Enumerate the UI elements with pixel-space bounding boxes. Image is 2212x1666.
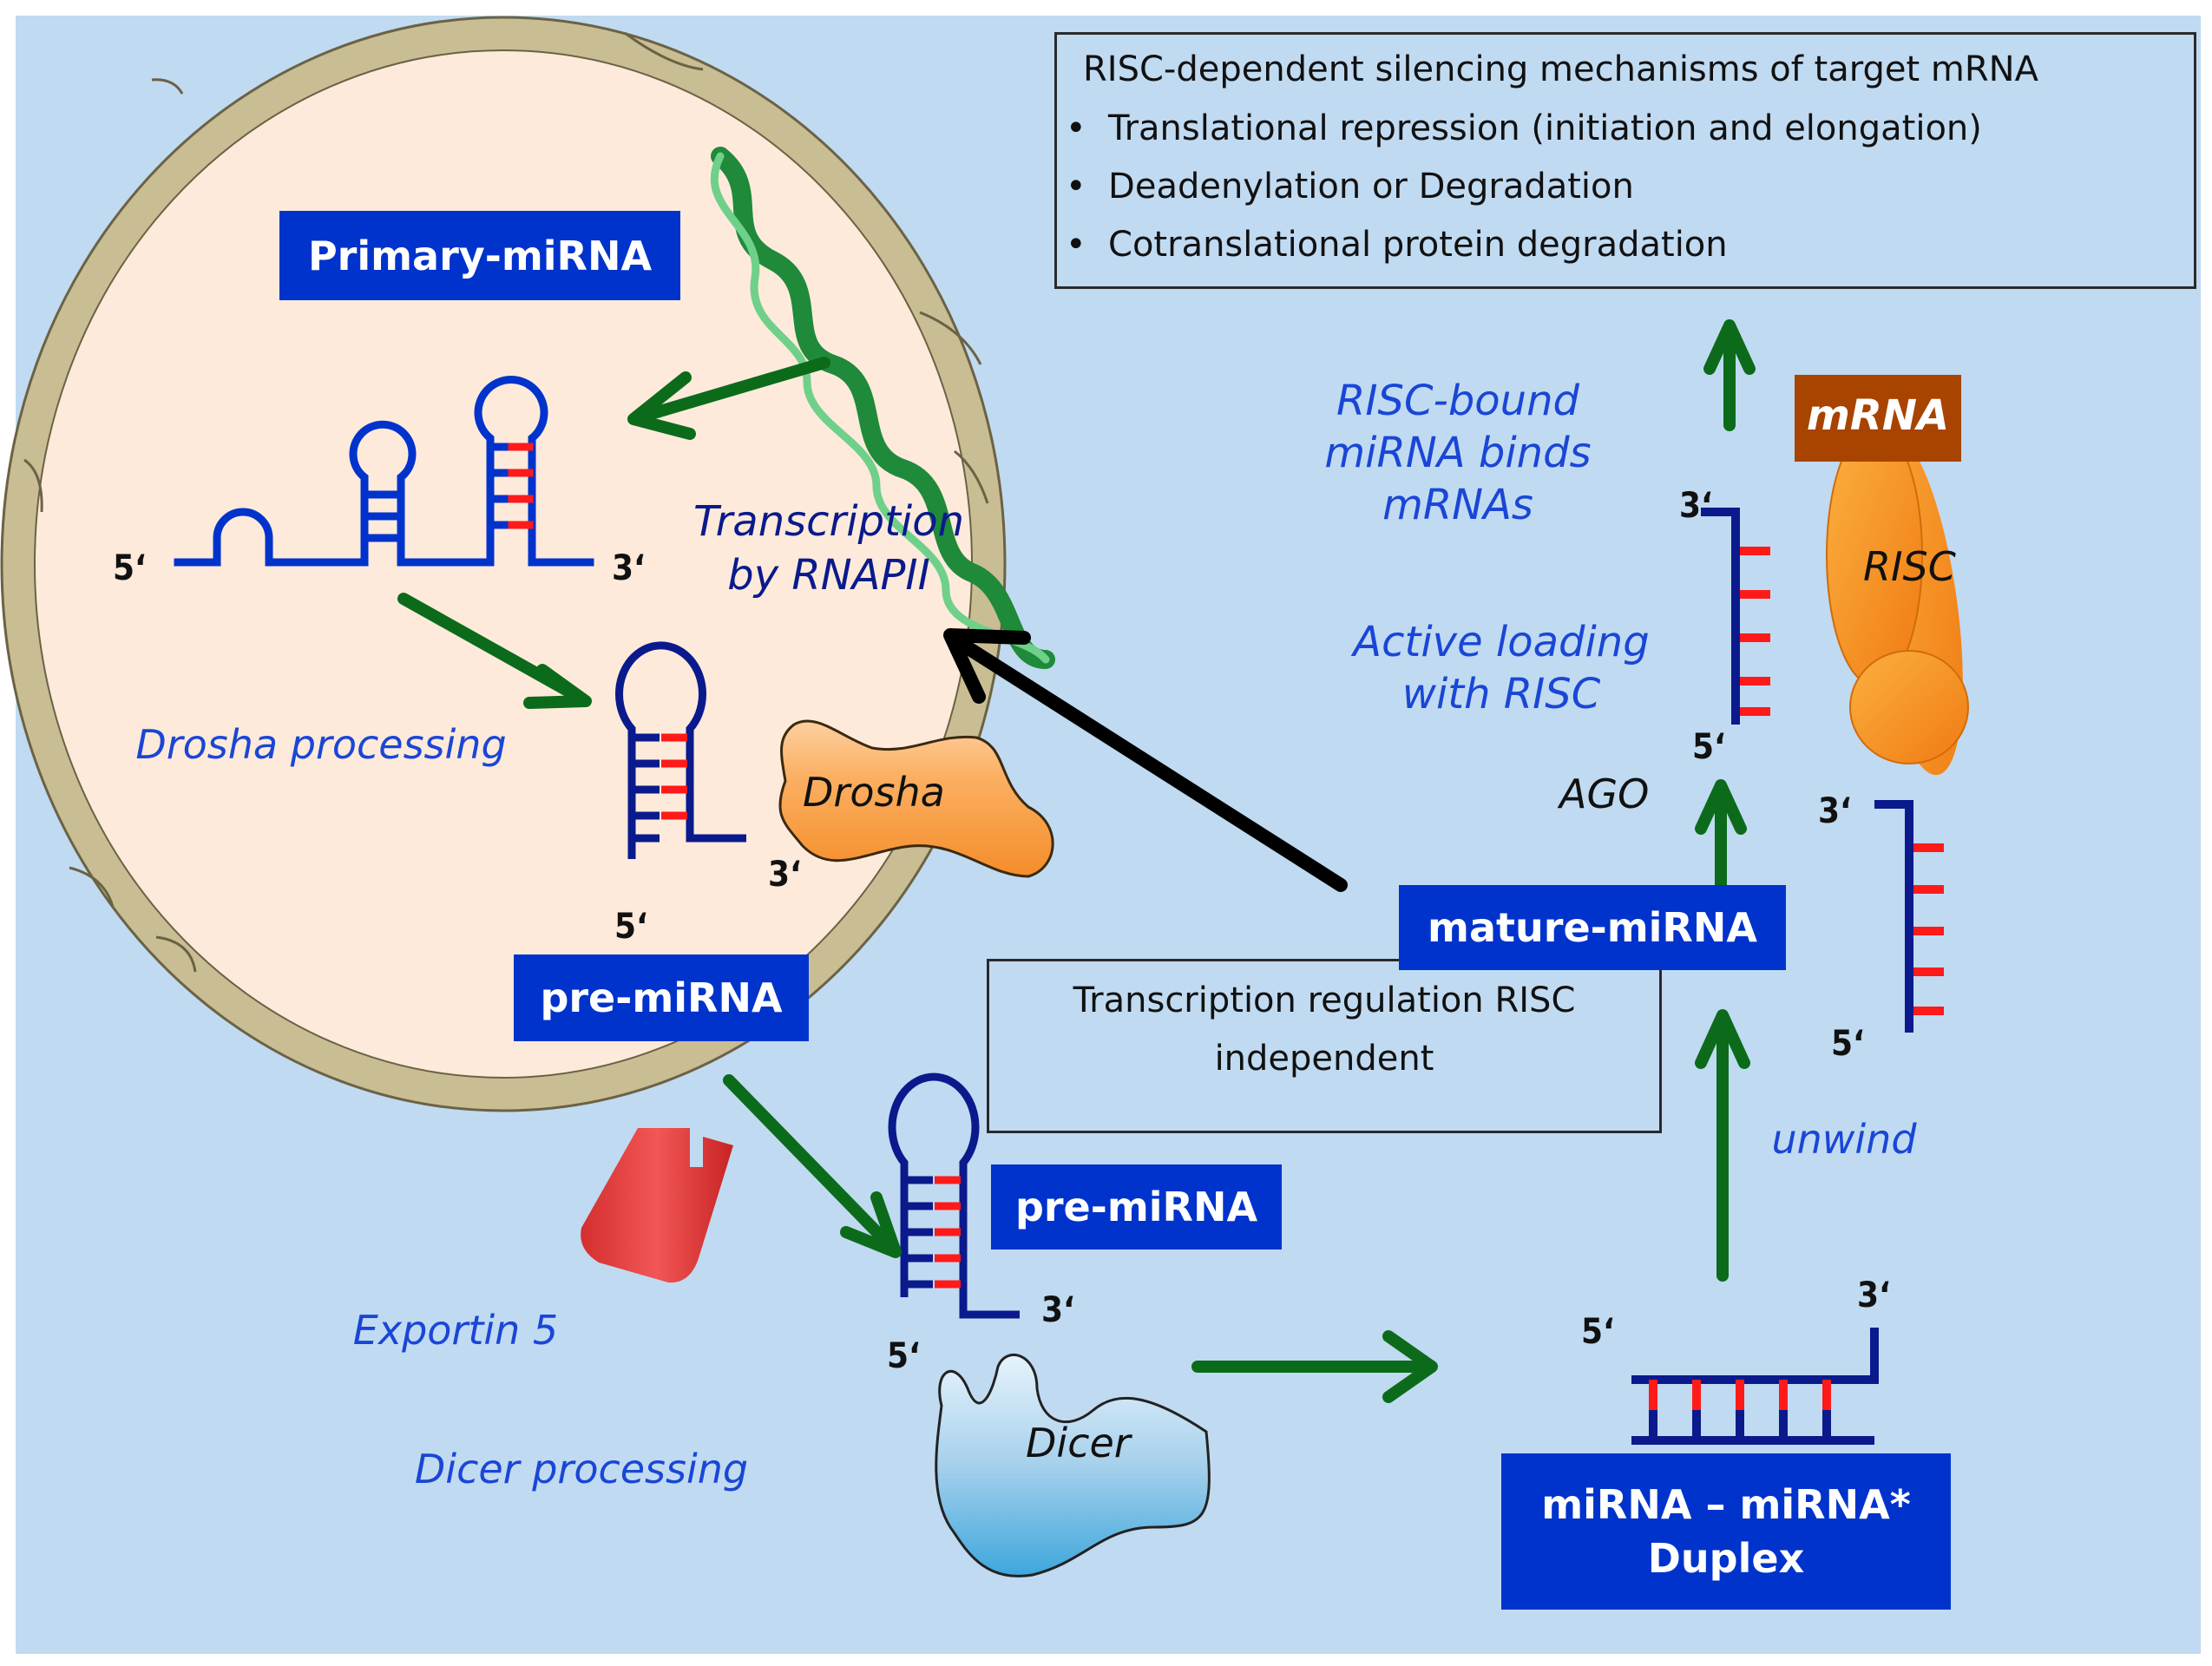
primary-mirna-label: Primary-miRNA — [279, 211, 680, 300]
arrow-export-head — [840, 1191, 902, 1258]
pre-cyto-5-prime-label: 5‘ — [887, 1336, 921, 1376]
active-loading-label: Active loading with RISC — [1302, 616, 1701, 720]
bullet-icon: • — [1066, 108, 1109, 148]
base-pairs-blue — [360, 443, 515, 542]
pre-cyto-3-prime-label: 3‘ — [1041, 1290, 1075, 1330]
nuclear-pore — [69, 866, 115, 908]
dicer-processing-label: Dicer processing — [414, 1446, 749, 1492]
arrow-transcription-to-primary-head — [627, 371, 696, 440]
primary-3-prime-label: 3‘ — [612, 548, 646, 588]
nuclear-pore — [624, 31, 704, 71]
transcription-regulation-line1: Transcription regulation RISC — [1073, 981, 1576, 1020]
pre-mirna-hairpin-nuclear — [615, 641, 746, 859]
arrow-primary-to-pre-head — [523, 664, 592, 709]
drosha-label: Drosha — [803, 769, 945, 816]
primary-mirna-structure — [174, 376, 594, 567]
pre-mirna-nuclear-label: pre-miRNA — [514, 954, 809, 1041]
arrow-dicer-to-duplex-head — [1382, 1330, 1438, 1403]
active-loading-line2: with RISC — [1401, 670, 1601, 718]
transcription-rnapii-label: Transcription by RNAPII — [668, 495, 989, 603]
mirna-single-strand-lower — [1874, 800, 1944, 1033]
lower-strand-3-prime-label: 3‘ — [1818, 791, 1852, 831]
pre-nuclear-5-prime-label: 5‘ — [614, 907, 648, 947]
mechanism-item-text: Translational repression (initiation and… — [1108, 108, 1982, 148]
mirna-duplex-structure — [1631, 1328, 1879, 1445]
arrow-risc-to-mrna-head — [1703, 319, 1756, 375]
dna-helix — [710, 147, 1055, 669]
pre-mirna-hairpin-cytoplasm — [888, 1072, 1020, 1319]
upper-strand-5-prime-label: 5‘ — [1692, 727, 1726, 767]
exportin-label: Exportin 5 — [352, 1307, 559, 1354]
arrow-mature-to-transcription-head — [943, 628, 1031, 704]
duplex-label-line2: Duplex — [1647, 1535, 1805, 1582]
bullet-icon: • — [1066, 225, 1109, 265]
nuclear-pore — [23, 458, 43, 513]
exportin-5-protein — [581, 1128, 733, 1283]
duplex-label: miRNA – miRNA* Duplex — [1501, 1453, 1951, 1610]
mechanism-item-text: Deadenylation or Degradation — [1108, 167, 1634, 207]
transcription-regulation-box: Transcription regulation RISC independen… — [987, 959, 1662, 1133]
dicer-protein — [935, 1353, 1211, 1577]
risc-bound-line3: mRNAs — [1382, 481, 1533, 529]
drosha-protein — [778, 719, 1054, 878]
mrna-label: mRNA — [1806, 391, 1950, 440]
transcription-rnapii-line1: Transcription — [692, 497, 965, 546]
primary-5-prime-label: 5‘ — [113, 548, 147, 588]
arrows — [397, 319, 1756, 1403]
ago-label: AGO — [1559, 771, 1650, 817]
upper-strand-3-prime-label: 3‘ — [1679, 486, 1713, 526]
transcription-rnapii-line2: by RNAPII — [727, 551, 930, 600]
mechanism-item: • Deadenylation or Degradation — [1066, 169, 1634, 204]
dna-strand-dark — [711, 147, 1055, 669]
mechanisms-title: RISC-dependent silencing mechanisms of t… — [1083, 49, 2038, 89]
mrna-box — [1795, 375, 1961, 462]
dna-strand-light — [710, 152, 1050, 664]
arrow-transcription-to-primary — [636, 357, 830, 423]
arrow-mature-to-transcription — [952, 635, 1348, 892]
mechanism-item: • Translational repression (initiation a… — [1066, 111, 1982, 146]
transcription-regulation-line2: independent — [1214, 1039, 1434, 1079]
arrow-duplex-to-mature-head — [1695, 1009, 1750, 1069]
arrow-mature-to-risc-head — [1695, 779, 1747, 835]
duplex-5-prime-label: 5‘ — [1581, 1312, 1615, 1352]
risc-bound-line1: RISC-bound — [1336, 377, 1579, 425]
pre-nuclear-3-prime-label: 3‘ — [768, 855, 802, 895]
nuclear-pore — [919, 311, 982, 365]
mirna-single-strand-upper — [1701, 508, 1770, 725]
drosha-processing-label: Drosha processing — [135, 721, 507, 768]
dicer-label: Dicer — [1026, 1420, 1131, 1466]
mechanism-item-text: Cotranslational protein degradation — [1108, 225, 1728, 265]
pre-mirna-cytoplasm-label: pre-miRNA — [991, 1164, 1282, 1250]
duplex-3-prime-label: 3‘ — [1857, 1276, 1891, 1315]
risc-complex — [1826, 424, 1969, 776]
mature-mirna-label: mature-miRNA — [1399, 885, 1786, 970]
duplex-label-line1: miRNA – miRNA* — [1541, 1480, 1911, 1528]
risc-label: RISC — [1863, 543, 1956, 590]
arrow-export — [723, 1074, 900, 1256]
active-loading-line1: Active loading — [1353, 618, 1650, 666]
base-pairs-red — [508, 443, 534, 529]
lower-strand-5-prime-label: 5‘ — [1831, 1024, 1865, 1064]
nuclear-pore — [954, 449, 989, 504]
nuclear-pore — [155, 935, 197, 973]
unwind-label: unwind — [1771, 1116, 1917, 1163]
risc-mechanisms-box: RISC-dependent silencing mechanisms of t… — [1054, 32, 2196, 289]
nuclear-pore — [151, 78, 184, 95]
bullet-icon: • — [1066, 167, 1109, 207]
risc-bound-label: RISC-bound miRNA binds mRNAs — [1276, 375, 1640, 531]
mechanism-item: • Cotranslational protein degradation — [1066, 227, 1728, 262]
risc-bound-line2: miRNA binds — [1324, 429, 1592, 477]
